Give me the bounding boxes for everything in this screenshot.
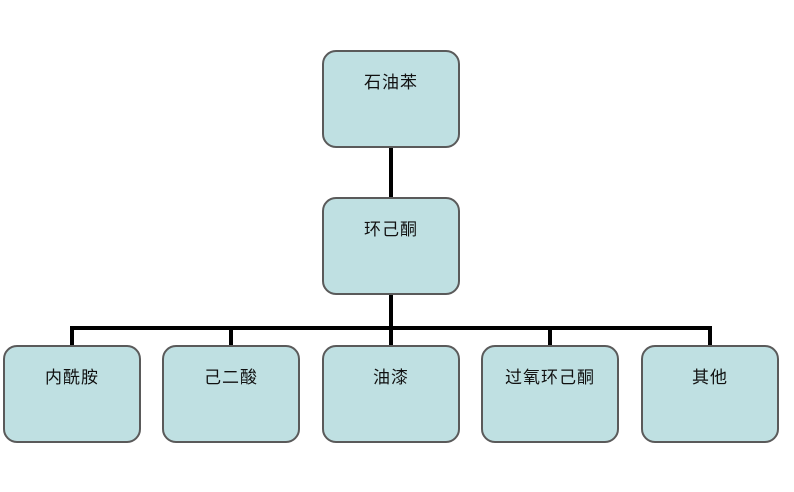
node-child-5-label: 其他 bbox=[692, 368, 728, 388]
node-child-3-label: 油漆 bbox=[373, 368, 409, 388]
node-child-5[interactable]: 其他 bbox=[641, 345, 779, 443]
node-middle-label: 环己酮 bbox=[364, 220, 418, 240]
node-child-2[interactable]: 己二酸 bbox=[162, 345, 300, 443]
node-child-4[interactable]: 过氧环己酮 bbox=[481, 345, 619, 443]
node-child-1-label: 内酰胺 bbox=[45, 368, 99, 388]
node-root[interactable]: 石油苯 bbox=[322, 50, 460, 148]
node-child-3[interactable]: 油漆 bbox=[322, 345, 460, 443]
node-child-1[interactable]: 内酰胺 bbox=[3, 345, 141, 443]
node-child-4-label: 过氧环己酮 bbox=[505, 368, 595, 388]
node-root-label: 石油苯 bbox=[364, 73, 418, 93]
node-child-2-label: 己二酸 bbox=[204, 368, 258, 388]
node-middle[interactable]: 环己酮 bbox=[322, 197, 460, 295]
